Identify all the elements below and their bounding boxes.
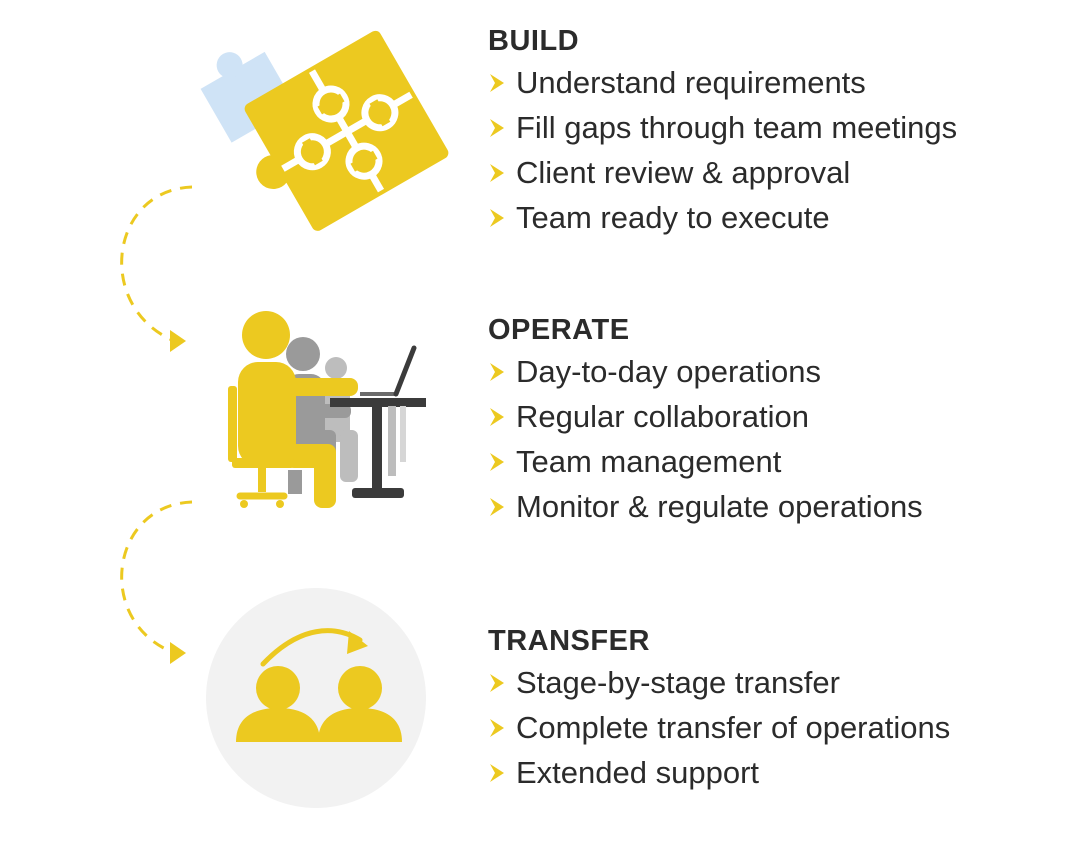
chevron-right-icon xyxy=(490,718,504,737)
list-item: Fill gaps through team meetings xyxy=(488,105,957,150)
connector-operate-to-transfer xyxy=(120,500,193,664)
list-item: Stage-by-stage transfer xyxy=(488,660,950,705)
chevron-right-icon xyxy=(490,163,504,182)
list-item: Client review & approval xyxy=(488,150,957,195)
list-item: Complete transfer of operations xyxy=(488,705,950,750)
item-label: Team management xyxy=(516,443,782,479)
item-label: Complete transfer of operations xyxy=(516,709,951,745)
item-label: Monitor & regulate operations xyxy=(516,488,923,524)
item-label: Fill gaps through team meetings xyxy=(516,109,958,145)
list-item: Extended support xyxy=(488,750,950,795)
transfer-title: TRANSFER xyxy=(488,625,650,657)
item-label: Client review & approval xyxy=(516,154,851,190)
transfer-section: TRANSFER Stage-by-stage transfer Complet… xyxy=(488,622,950,795)
operate-items: Day-to-day operations Regular collaborat… xyxy=(488,349,923,529)
team-at-desk-icon xyxy=(228,311,426,508)
list-item: Team management xyxy=(488,439,923,484)
connector-build-to-operate xyxy=(120,185,193,352)
chevron-right-icon xyxy=(490,362,504,381)
chevron-right-icon xyxy=(490,73,504,92)
list-item: Team ready to execute xyxy=(488,195,957,240)
item-label: Extended support xyxy=(516,754,760,790)
transfer-items: Stage-by-stage transfer Complete transfe… xyxy=(488,660,950,795)
puzzle-pieces-icon xyxy=(200,30,449,231)
chevron-right-icon xyxy=(490,763,504,782)
list-item: Understand requirements xyxy=(488,60,957,105)
chevron-right-icon xyxy=(490,208,504,227)
chevron-right-icon xyxy=(490,407,504,426)
build-items: Understand requirements Fill gaps throug… xyxy=(488,60,957,240)
chevron-right-icon xyxy=(490,497,504,516)
item-label: Regular collaboration xyxy=(516,398,809,434)
list-item: Day-to-day operations xyxy=(488,349,923,394)
chevron-right-icon xyxy=(490,673,504,692)
operate-title: OPERATE xyxy=(488,314,630,346)
item-label: Team ready to execute xyxy=(516,199,830,235)
chevron-right-icon xyxy=(490,452,504,471)
list-item: Monitor & regulate operations xyxy=(488,484,923,529)
people-transfer-icon xyxy=(206,588,426,808)
build-title: BUILD xyxy=(488,25,580,57)
item-label: Stage-by-stage transfer xyxy=(516,664,840,700)
chevron-right-icon xyxy=(490,118,504,137)
item-label: Understand requirements xyxy=(516,64,866,100)
list-item: Regular collaboration xyxy=(488,394,923,439)
build-section: BUILD Understand requirements Fill gaps … xyxy=(488,22,957,240)
item-label: Day-to-day operations xyxy=(516,353,821,389)
operate-section: OPERATE Day-to-day operations Regular co… xyxy=(488,311,923,529)
